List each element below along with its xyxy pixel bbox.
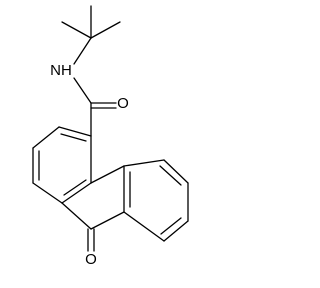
chemical-structure-diagram: NH O O <box>32 5 189 268</box>
amide-nitrogen-label: NH <box>50 62 72 79</box>
ring-left-bond-1-inner <box>60 133 87 142</box>
five-ring-bond-bottom-right <box>90 211 125 230</box>
ring-left-bond-5-inner <box>63 179 87 196</box>
ring-left-bond-1 <box>58 126 92 137</box>
bond-tbutyl-to-nitrogen <box>73 37 92 65</box>
structure-svg: NH O O <box>32 5 189 268</box>
ring-left-bond-5 <box>61 182 92 204</box>
bond-tbutyl-to-methyl-right <box>90 21 121 39</box>
ring-left-bond-4 <box>32 182 63 204</box>
ring-left-bond-2 <box>32 126 60 149</box>
five-ring-bond-bottom-left <box>61 202 92 230</box>
ring-right-bond-4 <box>163 220 189 242</box>
ketone-oxygen-label: O <box>85 251 97 268</box>
ring-right-bond-2-inner <box>159 165 182 186</box>
bond-nitrogen-to-carbonyl <box>73 77 92 104</box>
ring-right-bond-4-inner <box>160 217 182 235</box>
ring-right-bond-5 <box>123 211 165 242</box>
five-ring-bond-top <box>90 165 125 184</box>
bond-tbutyl-to-methyl-left <box>61 21 92 39</box>
ring-right-bond-1 <box>123 159 165 167</box>
amide-oxygen-label: O <box>117 95 129 112</box>
ring-right-bond-2 <box>163 159 189 184</box>
